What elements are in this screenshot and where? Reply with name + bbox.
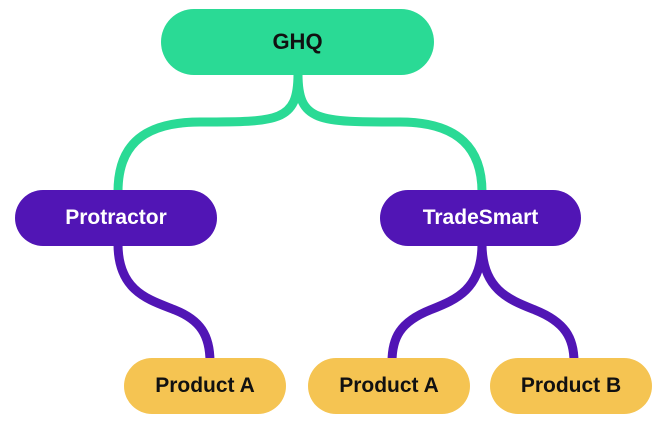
node-tradesmart-product-a: Product A [308, 358, 470, 414]
node-tradesmart: TradeSmart [380, 190, 581, 246]
node-ghq: GHQ [161, 9, 434, 75]
node-tradesmart-product-b: Product B [490, 358, 652, 414]
node-protractor: Protractor [15, 190, 217, 246]
connector-ghq-protractor [113, 69, 303, 197]
connector-ghq-tradesmart [293, 69, 487, 197]
connector-tradesmart-product-b [477, 239, 579, 367]
node-protractor-product-a: Product A [124, 358, 286, 414]
connector-protractor-product-a [113, 239, 215, 367]
connector-tradesmart-product-a [387, 239, 487, 367]
